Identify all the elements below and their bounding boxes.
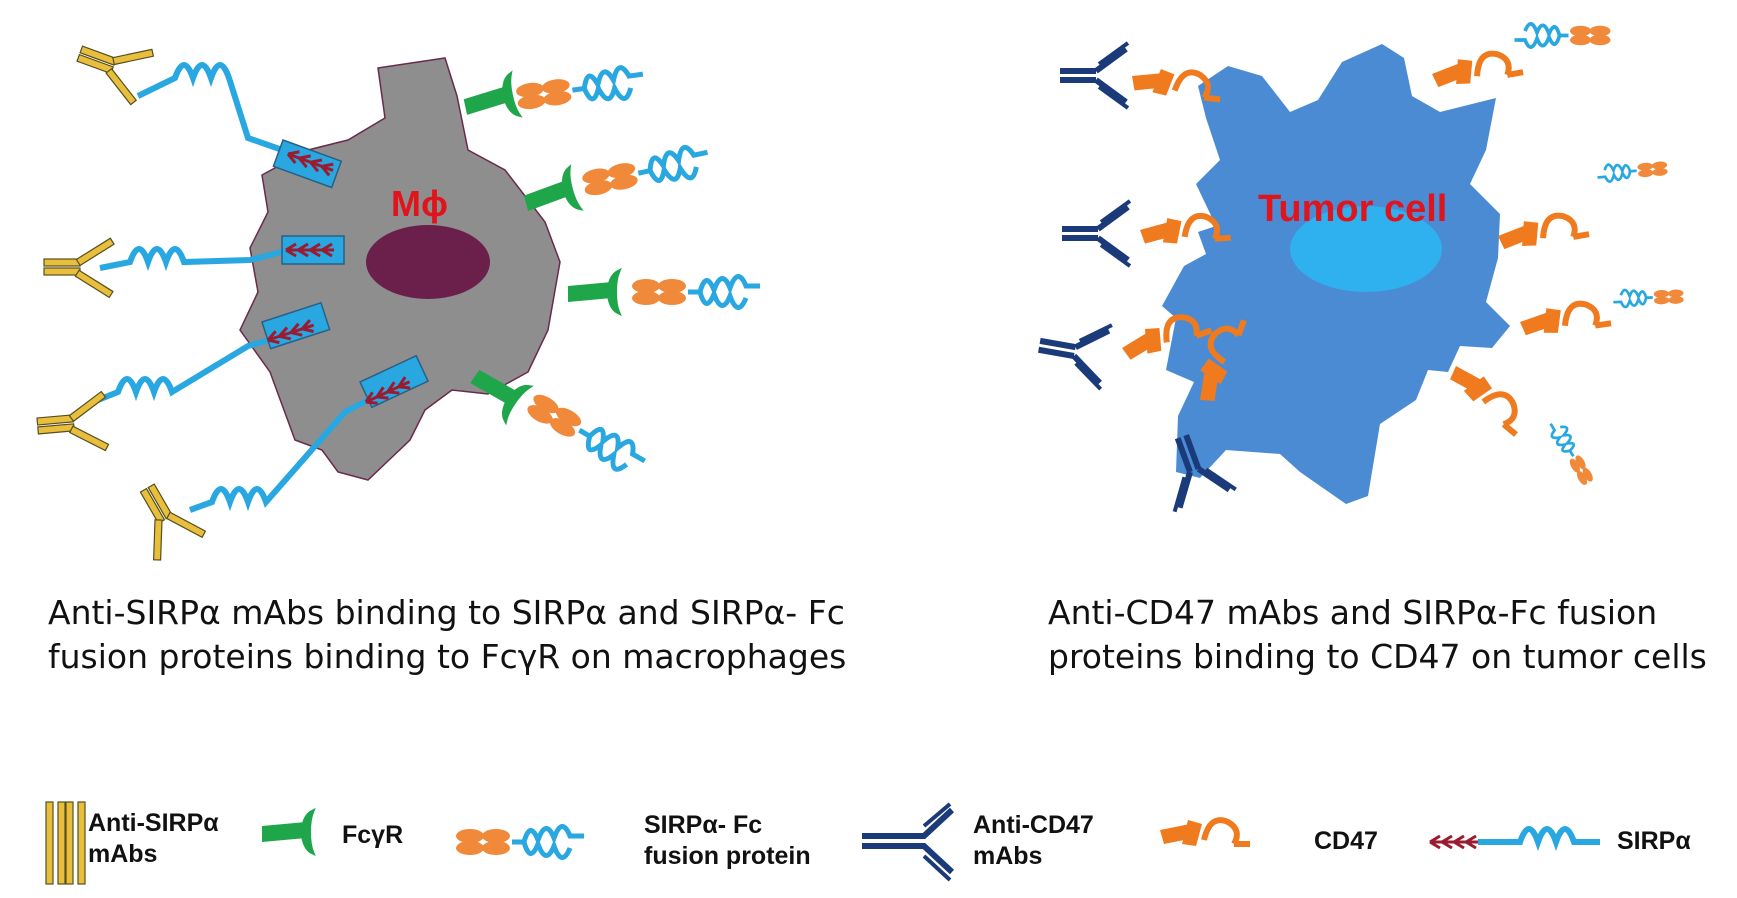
anti-sirpa-mab-icon (45, 801, 86, 885)
anti-cd47-mab (1060, 43, 1128, 108)
sirpa-receptor (99, 235, 345, 272)
cd47-molecule (1519, 300, 1612, 338)
fcgr-receptor (458, 73, 521, 127)
sirpa-fc-fusion (580, 143, 712, 200)
fcgr-icon (260, 810, 314, 854)
anti-cd47-mab (1034, 313, 1112, 389)
macrophage-nucleus (366, 225, 490, 299)
cd47-molecule (1430, 49, 1523, 90)
anti-cd47-mab-icon (862, 802, 955, 882)
cd47-molecule (1130, 66, 1222, 101)
legend-label-anti-cd47-mabs: Anti-CD47 mAbs (973, 811, 1094, 870)
sirpa-icon (1428, 826, 1600, 852)
tumor-nucleus (1290, 206, 1442, 292)
anti-cd47-mab (1062, 201, 1130, 266)
sirpa-fc-fusion (1611, 286, 1686, 309)
sirpa-fc-fusion (1595, 158, 1670, 185)
sirpa-fc-fusion (1544, 416, 1598, 489)
cd47-icon (1160, 820, 1250, 846)
cd47-molecule (1496, 211, 1589, 252)
anti-sirpa-mab (34, 390, 111, 457)
sirpa-fc-fusion (523, 389, 649, 480)
legend-label-anti-sirpa-mabs: Anti-SIRPα mAbs (88, 809, 219, 868)
tumor-cell-group (1034, 21, 1686, 512)
legend (45, 801, 1600, 885)
cd47-molecule (1446, 358, 1532, 436)
macrophage-label: Mϕ (391, 183, 448, 224)
legend-label-sirpa-fc: SIRPα- Fc fusion protein (644, 811, 811, 870)
sirpa-fc-fusion (515, 65, 646, 114)
sirpa-fc-icon (456, 826, 584, 857)
legend-label-sirpa: SIRPα (1617, 827, 1691, 855)
legend-label-cd47: CD47 (1314, 827, 1378, 855)
tumor-cell-label: Tumor cell (1258, 188, 1448, 230)
sirpa-fc-fusion (1512, 21, 1613, 50)
right-panel-caption: Anti-CD47 mAbs and SIRPα-Fc fusion prote… (1048, 593, 1707, 676)
anti-sirpa-mab (120, 473, 208, 565)
fcgr-receptor (566, 270, 620, 314)
sirpa-receptor (188, 354, 430, 513)
macrophage-group (34, 26, 760, 565)
left-panel-caption: Anti-SIRPα mAbs binding to SIRPα and SIR… (48, 593, 847, 676)
sirpa-fc-fusion (632, 276, 760, 307)
sirpa-receptor (136, 62, 343, 189)
sirpa-receptor (96, 301, 331, 403)
legend-label-fcgr: FcγR (342, 821, 404, 849)
